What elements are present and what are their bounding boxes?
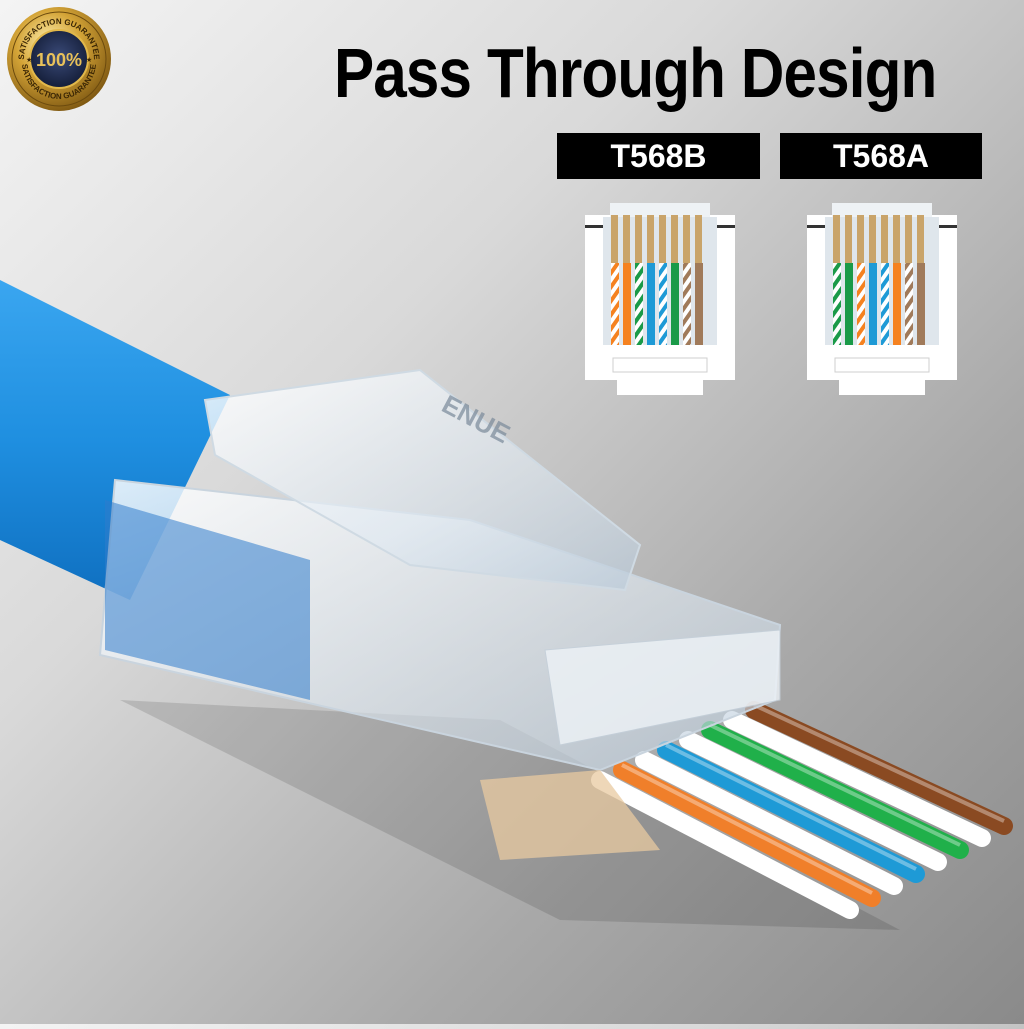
svg-text:★: ★ (26, 56, 32, 64)
blue-cable (0, 280, 230, 600)
pinout-icon (807, 203, 957, 395)
exposed-wires (591, 701, 1013, 919)
wire (701, 721, 969, 859)
wire (657, 741, 925, 883)
satisfaction-guarantee-badge: SATISFACTION GUARANTEE SATISFACTION GUAR… (6, 6, 112, 112)
wire (613, 761, 881, 907)
wire (723, 711, 991, 847)
t568a-pinout-diagram (807, 195, 957, 400)
label-t568b: T568B (557, 133, 760, 179)
t568b-pinout-diagram (585, 195, 735, 400)
wire (679, 731, 947, 871)
rj45-connector-illustration: ENUE (0, 240, 1024, 1024)
guarantee-seal-icon: SATISFACTION GUARANTEE SATISFACTION GUAR… (7, 7, 111, 111)
wire (745, 701, 1013, 835)
headline-title: Pass Through Design (334, 34, 937, 112)
label-t568a: T568A (780, 133, 982, 179)
badge-percent: 100% (36, 50, 82, 70)
wire (591, 771, 859, 919)
wire (635, 751, 903, 895)
svg-text:★: ★ (86, 56, 92, 64)
pinout-icon (585, 203, 735, 395)
